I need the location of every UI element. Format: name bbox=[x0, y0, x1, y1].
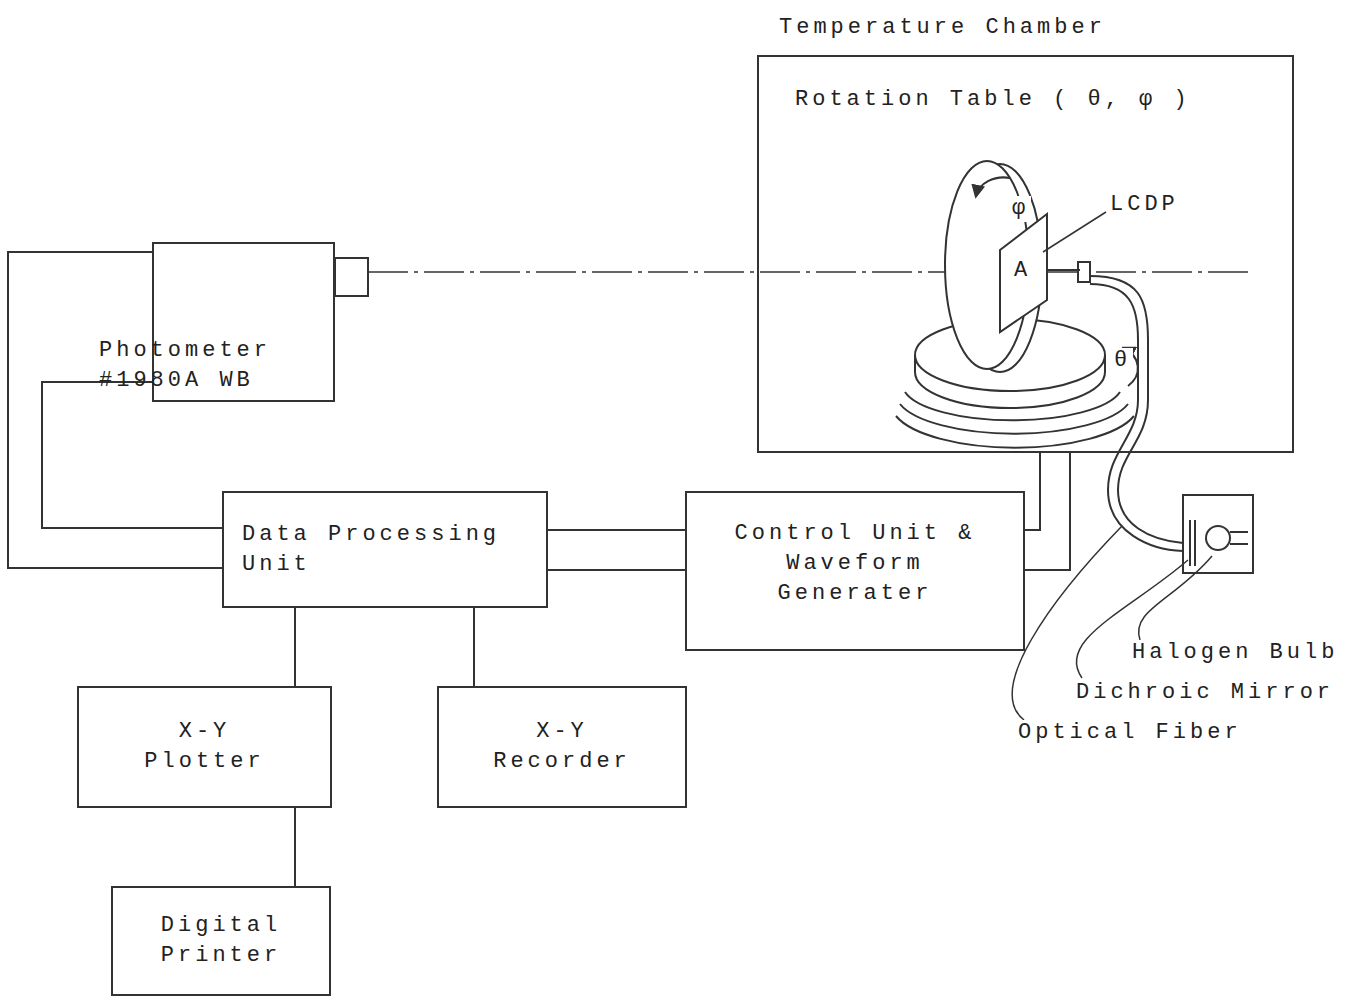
connector-line bbox=[294, 608, 296, 686]
photometer-lens bbox=[335, 258, 368, 296]
node-subtext: Rotation Table ( θ, φ ) bbox=[795, 85, 1191, 115]
callout-label: Optical Fiber bbox=[1016, 720, 1244, 746]
device-box: X-Y Plotter bbox=[77, 686, 332, 808]
panel-letter: A bbox=[1012, 258, 1033, 284]
callout-label: Dichroic Mirror bbox=[1074, 680, 1336, 706]
angle-symbol: φ bbox=[1010, 196, 1031, 222]
node-text: Photometer #1980A WB bbox=[99, 336, 309, 396]
optical-axis bbox=[368, 271, 1250, 273]
node-text: Control Unit & Waveform Generater bbox=[705, 519, 1005, 609]
process-box: Control Unit & Waveform Generater bbox=[685, 491, 1025, 651]
node-text: Data Processing Unit bbox=[242, 520, 528, 580]
node-text: X-Y Recorder bbox=[477, 717, 647, 777]
part-label: LCDP bbox=[1108, 192, 1181, 218]
temperature-chamber: Temperature ChamberRotation Table ( θ, φ… bbox=[757, 55, 1294, 453]
node-text: Digital Printer bbox=[136, 911, 306, 971]
light-source bbox=[1183, 495, 1253, 573]
connector-line bbox=[548, 529, 685, 531]
device-box: Digital Printer bbox=[111, 886, 331, 996]
connector-line bbox=[473, 608, 475, 686]
connector-line bbox=[548, 569, 685, 571]
node-text: Temperature Chamber bbox=[779, 13, 1106, 43]
process-box: Data Processing Unit bbox=[222, 491, 548, 608]
connector-line bbox=[1025, 453, 1070, 570]
vertical-disk bbox=[945, 161, 1090, 372]
angle-symbol: θ bbox=[1112, 348, 1133, 374]
connector-line bbox=[1025, 453, 1040, 530]
device-box: X-Y Recorder bbox=[437, 686, 687, 808]
optical-fiber bbox=[1090, 276, 1183, 551]
connector-line bbox=[42, 382, 222, 528]
lcd-panel bbox=[1000, 214, 1047, 332]
lcdp-leader bbox=[1043, 212, 1106, 252]
callout-label: Halogen Bulb bbox=[1130, 640, 1340, 666]
node-text: X-Y Plotter bbox=[120, 717, 290, 777]
connector-line bbox=[294, 808, 296, 886]
photometer-box: Photometer #1980A WB bbox=[152, 242, 335, 402]
